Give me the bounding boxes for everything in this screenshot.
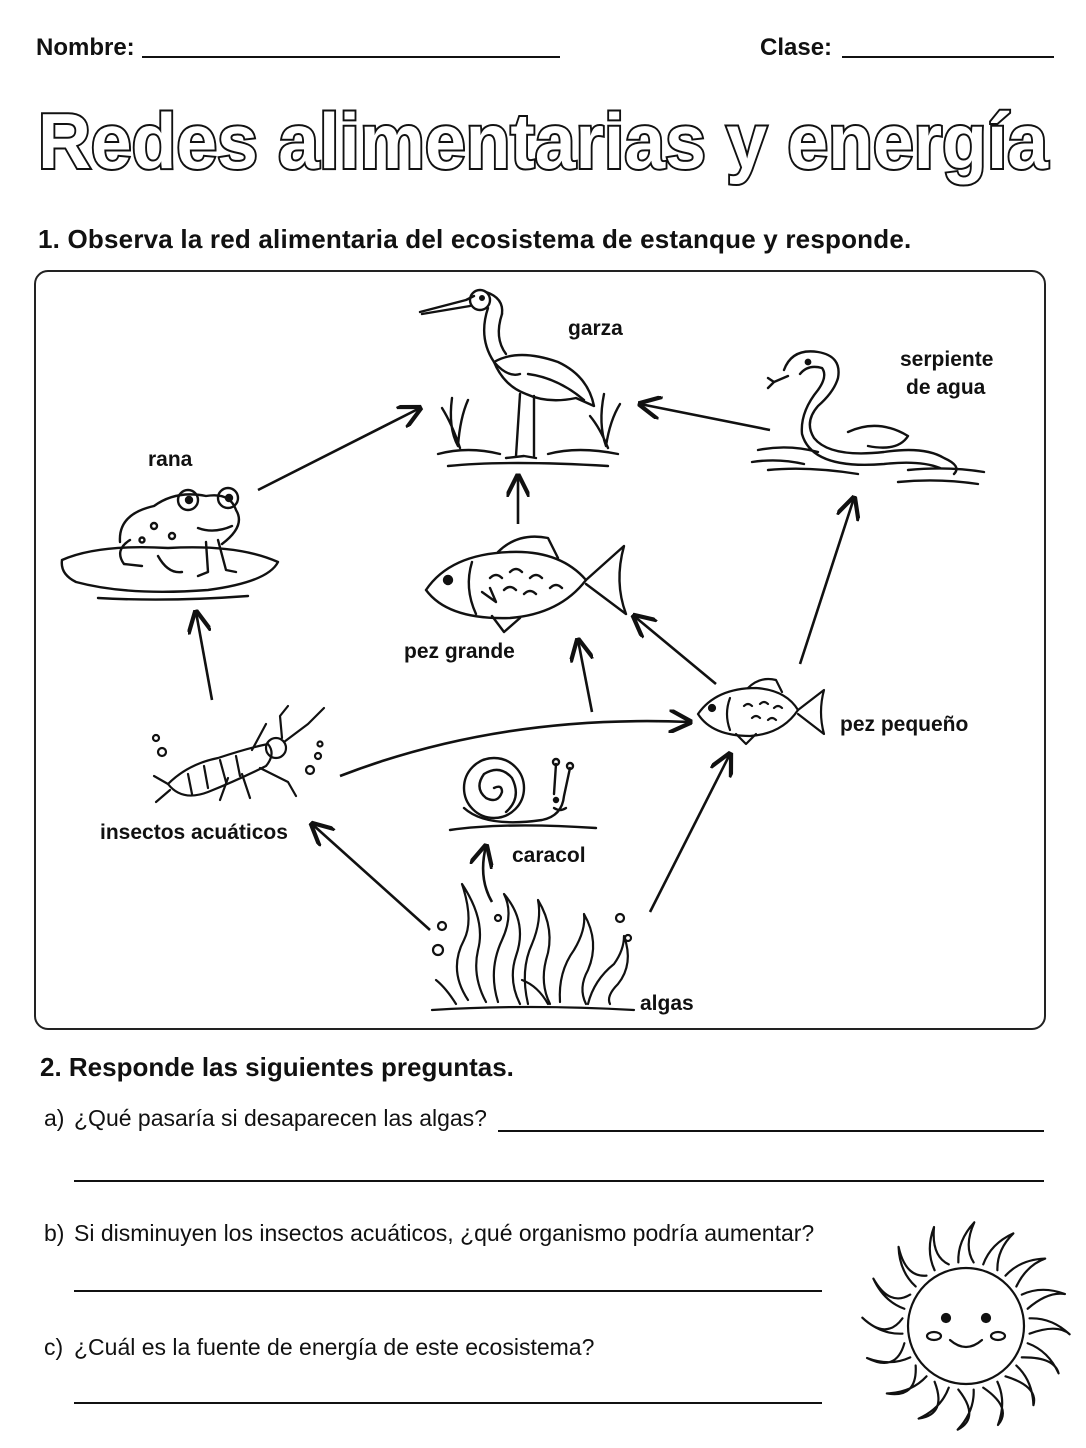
- sun-ray: [1028, 1317, 1071, 1336]
- smiling-sun-icon: [861, 1221, 1071, 1431]
- snake-label-line2: de agua: [906, 376, 986, 399]
- answer-a-line-1[interactable]: [498, 1130, 1044, 1132]
- heron-icon: [418, 288, 622, 468]
- arrow-insects-to-frog: [196, 612, 214, 701]
- answer-b-line[interactable]: [74, 1290, 822, 1292]
- arrow-algae-to-small-fish: [648, 754, 730, 913]
- sun-ray: [928, 1225, 950, 1272]
- frog-icon: [60, 486, 280, 601]
- section1-heading: 1. Observa la red alimentaria del ecosis…: [38, 224, 912, 254]
- arrow-frog-to-heron: [257, 408, 420, 492]
- big-fish-icon: [424, 535, 628, 634]
- arrow-small-fish-to-big-fish: [634, 616, 717, 686]
- sun-ray: [897, 1245, 928, 1288]
- sun-ray: [957, 1221, 976, 1264]
- arrow-insects-to-big-fish: [578, 640, 592, 713]
- answer-a-line-2[interactable]: [74, 1180, 1044, 1182]
- small-fish-label: pez pequeño: [840, 713, 969, 736]
- name-field[interactable]: [142, 56, 560, 58]
- answer-c-line[interactable]: [74, 1402, 822, 1404]
- sun-ray: [917, 1380, 950, 1420]
- aquatic-insect-icon: [151, 704, 326, 804]
- page-title-text: Redes alimentarias y energía: [38, 97, 1049, 185]
- sun-ray: [982, 1380, 1004, 1427]
- sun-ray: [865, 1342, 912, 1364]
- snake-label-line1: serpiente: [900, 348, 994, 371]
- question-b-letter: b): [44, 1220, 65, 1246]
- arrow-algae-to-snail: [483, 846, 492, 903]
- sun-ray: [982, 1232, 1015, 1272]
- question-c-letter: c): [44, 1334, 64, 1360]
- class-field[interactable]: [842, 56, 1054, 58]
- sun-ray: [861, 1316, 904, 1335]
- arrow-small-fish-to-snake: [798, 498, 854, 665]
- sun-ray: [872, 1277, 912, 1310]
- sun-ray: [1020, 1342, 1060, 1375]
- sun-ray: [885, 1364, 928, 1396]
- sun-ray: [1004, 1364, 1036, 1407]
- small-fish-icon: [696, 677, 826, 746]
- arrow-insects-to-small-fish: [339, 721, 690, 778]
- question-b-text: Si disminuyen los insectos acuáticos, ¿q…: [74, 1220, 815, 1246]
- snake-icon: [750, 350, 986, 486]
- snail-icon: [448, 756, 598, 832]
- sun-ray: [956, 1388, 975, 1431]
- page-title: Redes alimentarias y energía: [36, 95, 1051, 187]
- question-c-text: ¿Cuál es la fuente de energía de este ec…: [74, 1334, 595, 1360]
- arrow-snake-to-heron: [640, 404, 771, 432]
- heron-label: garza: [568, 317, 623, 340]
- class-label: Clase:: [760, 34, 833, 61]
- sun-ray: [1020, 1288, 1067, 1310]
- section2-heading: 2. Responde las siguientes preguntas.: [40, 1052, 514, 1082]
- snail-label: caracol: [512, 844, 586, 867]
- insects-label: insectos acuáticos: [100, 821, 288, 844]
- algae-icon: [430, 882, 636, 1012]
- name-label: Nombre:: [36, 34, 135, 61]
- question-a-text: ¿Qué pasaría si desaparecen las algas?: [74, 1105, 487, 1131]
- frog-label: rana: [148, 448, 193, 471]
- food-web-frame: [34, 270, 1046, 1030]
- big-fish-label: pez grande: [404, 640, 515, 663]
- question-a-letter: a): [44, 1105, 65, 1131]
- arrow-algae-to-insects: [312, 824, 431, 931]
- sun-ray: [1004, 1257, 1047, 1288]
- algae-label: algas: [640, 992, 694, 1015]
